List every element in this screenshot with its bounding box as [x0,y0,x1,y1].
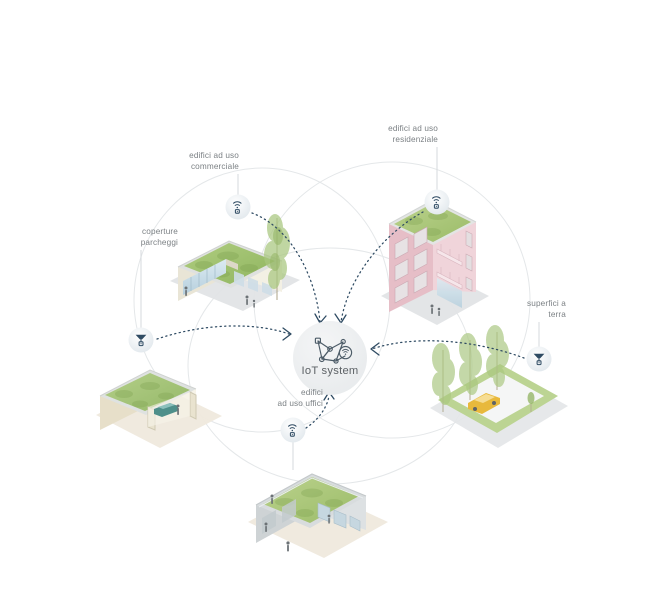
shrub-ground-lot [527,392,535,404]
antenna-sensor-icon [135,334,147,347]
sensor-node-parcheggi[interactable] [128,327,154,353]
wifi-sensor-icon [232,201,242,214]
scene-office-building [248,473,388,558]
flow-residenziale-to-hub [340,211,424,323]
arrowhead-terra [370,342,380,356]
figures-office [264,494,331,552]
figures-residential [430,304,441,316]
label-uffici: edifici ad uso uffici [277,388,323,409]
car-yellow [468,393,500,414]
flow-arrows [156,211,525,429]
tree-commercial [264,214,290,300]
arrowhead-parcheggi [282,327,292,341]
label-residenziale: edifici ad uso residenziale [388,124,438,145]
wifi-sensor-icon [431,196,441,209]
car-teal [154,403,178,417]
residential-balconies [436,244,463,290]
iot-network-icon [314,337,353,364]
label-terra: superfici a terra [527,299,566,320]
scene-residential-building [381,199,489,325]
iot-hub-node[interactable] [293,321,367,395]
flow-terra-to-hub [371,340,525,359]
figures-parking [176,404,180,415]
iot-hub-label: IoT system [301,365,359,377]
scene-commercial-building [170,214,300,311]
label-stems [140,147,540,470]
trees-ground-lot [432,325,509,412]
sensor-node-residenziale[interactable] [424,189,450,215]
scene-parking-deck [96,369,222,448]
flow-commerciale-to-hub [251,212,321,323]
antenna-sensor-icon [533,353,545,366]
office-windows [317,502,361,532]
label-parcheggi: coperture parcheggi [140,227,178,248]
wifi-sensor-icon [287,424,297,437]
scene-ground-surface-lot [430,325,568,448]
commercial-glazing [183,259,226,295]
figures-commercial [184,286,256,308]
sensor-node-commerciale[interactable] [225,194,251,220]
flow-parcheggi-to-hub [156,325,290,340]
residential-windows-left [394,226,428,304]
label-commerciale: edifici ad uso commerciale [189,151,239,172]
sensor-node-uffici[interactable] [280,417,306,443]
flow-uffici-to-hub [305,395,330,429]
sensor-node-terra[interactable] [526,346,552,372]
